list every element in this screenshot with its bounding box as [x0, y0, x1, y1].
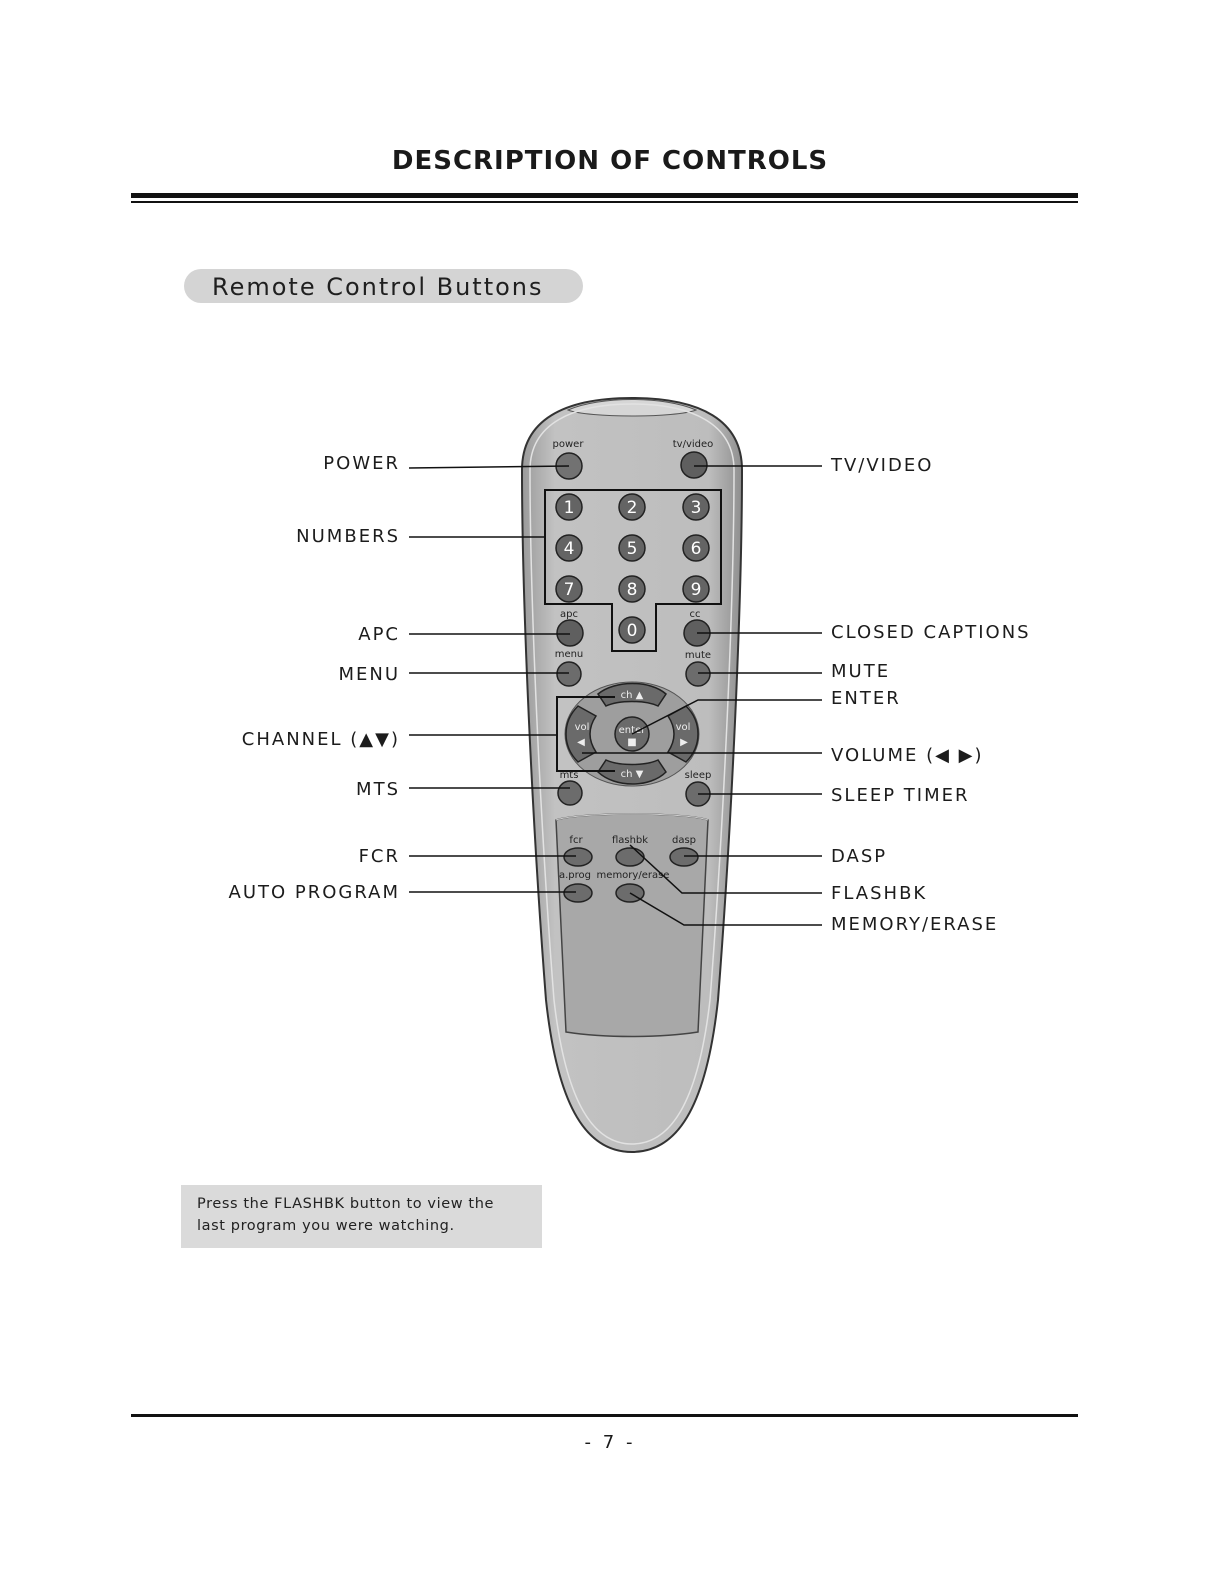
mts-button[interactable] [557, 780, 583, 806]
remote-cc-text: cc [690, 609, 701, 620]
remote-inner-edge [529, 403, 735, 1145]
enter-square-icon: ■ [627, 737, 636, 748]
header-rule-thin [131, 201, 1078, 203]
digit-button-6[interactable] [682, 534, 710, 562]
remote-sleep-text: sleep [685, 770, 712, 781]
vol-right-arrow-icon: ▶ [680, 737, 688, 748]
digit-label-5: 5 [627, 539, 638, 559]
channel-bracket [556, 696, 615, 772]
label-flashbk: FLASHBK [831, 883, 928, 904]
label-closed-captions: CLOSED CAPTIONS [831, 622, 1031, 643]
menu-button[interactable] [556, 661, 582, 687]
digit-button-2[interactable] [618, 493, 646, 521]
digit-label-9: 9 [691, 580, 702, 600]
remote-chup-text: ch ▲ [621, 690, 644, 701]
remote-aprog-text: a.prog [559, 870, 591, 881]
remote-power-text: power [553, 439, 585, 450]
page-title: DESCRIPTION OF CONTROLS [391, 146, 829, 176]
remote-flashbk-text: flashbk [612, 835, 648, 846]
page-number: - 7 - [584, 1432, 636, 1453]
channel-up-button[interactable] [596, 682, 667, 707]
digit-label-8: 8 [627, 580, 638, 600]
volume-left-button[interactable] [565, 705, 598, 763]
remote-enter-text: enter [619, 725, 647, 736]
digit-button-9[interactable] [682, 575, 710, 603]
label-numbers: NUMBERS [296, 526, 400, 547]
remote-apc-text: apc [560, 609, 578, 620]
header-rule-thick [131, 193, 1078, 198]
label-sleep-timer: SLEEP TIMER [831, 785, 970, 806]
label-menu: MENU [338, 664, 400, 685]
label-volume: VOLUME (◀ ▶) [831, 745, 984, 766]
label-enter: ENTER [831, 688, 901, 709]
remote-fcr-text: fcr [569, 835, 583, 846]
label-mts: MTS [356, 779, 400, 800]
mute-button[interactable] [685, 661, 711, 687]
footer-rule [131, 1414, 1078, 1417]
remote-mute-text: mute [685, 650, 711, 661]
section-heading: Remote Control Buttons [184, 269, 583, 303]
digit-label-1: 1 [564, 498, 575, 518]
label-dasp: DASP [831, 846, 888, 867]
remote-mts-text: mts [560, 770, 579, 781]
numbers-bracket [544, 489, 722, 652]
dasp-button[interactable] [669, 847, 699, 867]
remote-dasp-text: dasp [672, 835, 696, 846]
apc-button[interactable] [556, 619, 584, 647]
vol-left-arrow-icon: ◀ [577, 737, 585, 748]
label-mute: MUTE [831, 661, 891, 682]
label-power: POWER [323, 453, 400, 474]
flashbk-note: Press the FLASHBK button to view the las… [181, 1185, 542, 1248]
remote-menu-text: menu [555, 649, 584, 660]
digit-label-7: 7 [564, 580, 575, 600]
label-fcr: FCR [358, 846, 400, 867]
remote-volleft-text: vol [575, 722, 590, 733]
label-memory-erase: MEMORY/ERASE [831, 914, 999, 935]
remote-chdown-text: ch ▼ [621, 769, 644, 780]
remote-top-edge [566, 399, 698, 417]
digit-button-3[interactable] [682, 493, 710, 521]
volume-right-button[interactable] [666, 705, 699, 763]
leader-lines-right [582, 465, 822, 926]
remote-memory-text: memory/erase [597, 870, 670, 881]
digit-label-3: 3 [691, 498, 702, 518]
label-tv-video: TV/VIDEO [831, 455, 934, 476]
number-pad: 1 2 3 4 5 6 7 8 9 0 [555, 493, 710, 644]
digit-button-4[interactable] [555, 534, 583, 562]
digit-label-4: 4 [564, 539, 575, 559]
label-apc: APC [358, 624, 400, 645]
remote-tvvideo-text: tv/video [673, 439, 714, 450]
leader-lines-left [408, 465, 576, 893]
digit-button-8[interactable] [618, 575, 646, 603]
digit-label-2: 2 [627, 498, 638, 518]
digit-label-0: 0 [627, 621, 638, 641]
auto-program-button[interactable] [563, 883, 593, 903]
digit-button-7[interactable] [555, 575, 583, 603]
channel-down-button[interactable] [597, 759, 667, 785]
digit-button-0[interactable] [618, 616, 646, 644]
label-channel: CHANNEL (▲▼) [241, 729, 400, 750]
digit-button-1[interactable] [555, 493, 583, 521]
remote-volright-text: vol [676, 722, 691, 733]
label-auto-program: AUTO PROGRAM [228, 882, 400, 903]
digit-label-6: 6 [691, 539, 702, 559]
digit-button-5[interactable] [618, 534, 646, 562]
tv-video-button[interactable] [680, 451, 708, 479]
flashbk-button[interactable] [615, 847, 645, 867]
fcr-button[interactable] [563, 847, 593, 867]
